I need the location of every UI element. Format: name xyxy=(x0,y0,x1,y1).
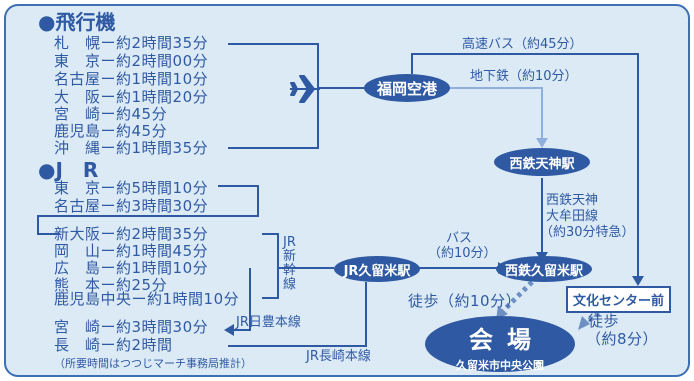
jr-tokyo-bracket xyxy=(37,185,259,235)
jr-city-item: 名古屋ー約3時間30分 xyxy=(54,197,209,215)
tenjin-line-label: 西鉄天神 xyxy=(546,193,599,208)
walk-8-label: 徒歩 xyxy=(588,312,620,330)
subway-arrowhead xyxy=(536,138,548,148)
hohi-arrowhead xyxy=(224,324,234,336)
bus-label: バス xyxy=(446,231,473,246)
jr-kurume-node: JR久留米駅 xyxy=(334,256,420,282)
walk-10-label: 徒歩（約10分） xyxy=(408,292,522,310)
subway-line xyxy=(448,87,543,140)
highway-bus-arrowhead xyxy=(632,276,644,286)
walk-line-culture-center xyxy=(582,301,614,327)
venue-subtitle: 久留米市中央公園 xyxy=(456,359,544,372)
jr-city-item: 宮 崎ー約3時間30分 xyxy=(54,318,209,336)
air-city-item: 鹿児島ー約45分 xyxy=(54,122,168,140)
fukuoka-airport-node: 福岡空港 xyxy=(364,74,450,102)
walk-arrowhead-2 xyxy=(578,316,590,330)
airplane-icon xyxy=(290,75,320,103)
jr-section-title: ●J R xyxy=(38,158,99,182)
nishitetsu-kurume-node: 西鉄久留米駅 xyxy=(496,256,592,282)
air-city-item: 札 幌ー約2時間35分 xyxy=(54,34,209,52)
jr-nagasaki-line xyxy=(228,282,367,347)
jr-city-item: 東 京ー約5時間10分 xyxy=(54,179,209,197)
highway-bus-line xyxy=(411,53,639,278)
jr-shinkansen-bracket xyxy=(262,233,279,299)
air-city-item: 大 阪ー約1時間20分 xyxy=(54,88,209,106)
jr-city-item: 岡 山ー約1時間45分 xyxy=(54,242,209,260)
jr-city-item: 長 崎ー約2時間 xyxy=(54,336,173,354)
highway-bus-label: 高速バス（約45分） xyxy=(462,37,583,52)
shinkansen-label: JR新幹線 xyxy=(283,235,297,292)
venue-node: 会場 久留米市中央公園 xyxy=(425,316,575,372)
air-city-item: 沖 縄ー約1時間35分 xyxy=(54,139,209,157)
nagasaki-line-label: JR長崎本線 xyxy=(306,349,371,364)
jr-city-item: 熊 本ー約25分 xyxy=(54,276,168,294)
air-city-item: 東 京ー約2時間00分 xyxy=(54,52,209,70)
bus-label: （約10分） xyxy=(428,246,497,261)
hohi-line-label: JR日豊本線 xyxy=(236,315,301,330)
tenjin-line-label: 大牟田線 xyxy=(546,209,599,224)
walk-8-label: （約8分） xyxy=(586,330,659,348)
jr-city-item: 広 島ー約1時間10分 xyxy=(54,259,209,277)
flight-bracket xyxy=(228,43,319,149)
estimate-note: （所要時間はつつじマーチ事務局推計） xyxy=(54,357,252,370)
map-card xyxy=(4,4,690,377)
tenjin-line-label: （約30分特急） xyxy=(540,225,635,240)
air-section-title: ●飛行機 xyxy=(38,10,116,34)
jr-city-item: 新大阪ー約2時間35分 xyxy=(54,225,209,243)
venue-title: 会場 xyxy=(469,326,545,354)
nishitetsu-tenjin-node: 西鉄天神駅 xyxy=(494,148,590,176)
air-city-item: 名古屋ー約1時間10分 xyxy=(54,70,209,88)
culture-center-box: 文化センター前 xyxy=(566,286,672,313)
subway-label: 地下鉄（約10分） xyxy=(470,69,578,84)
jr-city-item: 鹿児島中央ー約1時間10分 xyxy=(54,290,240,308)
jr-hohi-bracket xyxy=(232,268,251,331)
air-city-item: 宮 崎ー約45分 xyxy=(54,105,168,123)
